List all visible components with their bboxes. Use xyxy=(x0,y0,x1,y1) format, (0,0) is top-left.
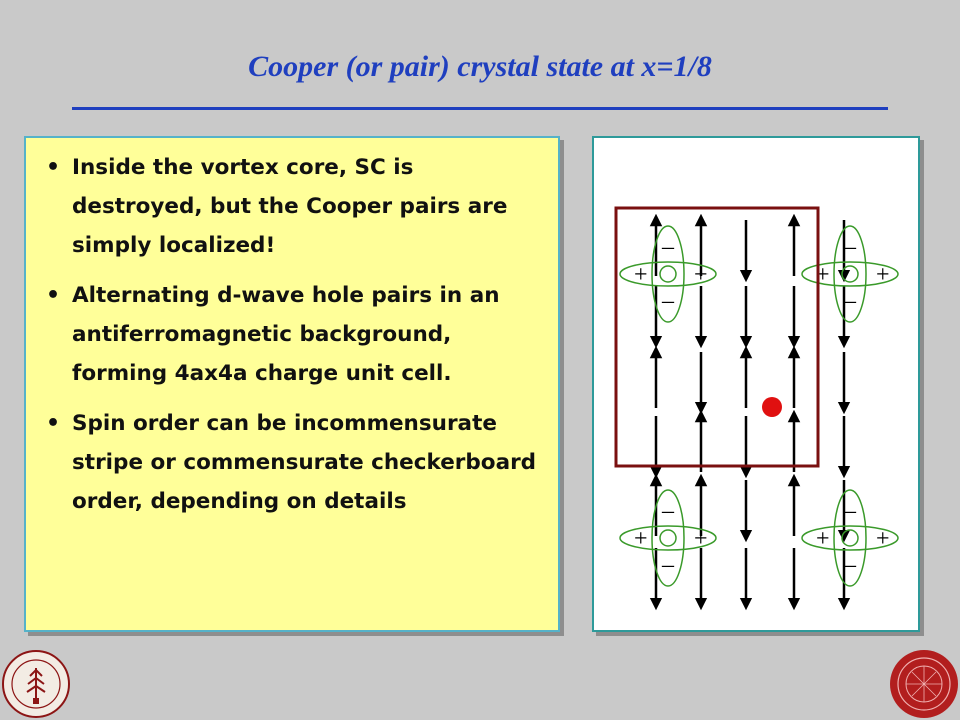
spin-arrows xyxy=(649,213,851,611)
plus-sign: + xyxy=(634,526,648,552)
pair-crystal-diagram: ++––++––++––++–– xyxy=(592,136,920,632)
minus-sign: – xyxy=(843,498,857,524)
horizontal-lobe xyxy=(619,261,717,287)
bullet-dot: • xyxy=(46,411,61,436)
plus-sign: + xyxy=(876,262,890,288)
title-underline xyxy=(72,107,888,110)
bullet-item: • Alternating d-wave hole pairs in an an… xyxy=(42,276,546,393)
minus-sign: – xyxy=(661,234,675,260)
d-wave-pair: + +– – xyxy=(801,489,899,587)
slide-title: Cooper (or pair) crystal state at x=1/8 xyxy=(248,50,712,83)
horizontal-lobe xyxy=(619,525,717,551)
bullet-item: • Spin order can be incommensurate strip… xyxy=(42,404,546,521)
bullet-text: Alternating d-wave hole pairs in an anti… xyxy=(72,283,500,386)
pair-center xyxy=(659,529,677,547)
pair-center xyxy=(841,265,859,283)
d-wave-pair: + +– – xyxy=(619,489,717,587)
plus-sign: + xyxy=(694,262,708,288)
bullet-text: Spin order can be incommensurate stripe … xyxy=(72,411,537,514)
pair-center xyxy=(841,529,859,547)
diagram-canvas: ++––++––++––++–– xyxy=(614,206,899,611)
hole-dot xyxy=(762,397,782,417)
d-wave-pairs: ++––++––++––++–– xyxy=(619,225,899,587)
d-wave-pair: ++–– xyxy=(801,225,899,323)
stanford-seal-logo xyxy=(2,650,70,718)
d-wave-pair: + +– – xyxy=(619,225,717,323)
vertical-lobe xyxy=(651,489,685,587)
minus-sign: – xyxy=(661,552,675,578)
plus-sign: + xyxy=(876,526,890,552)
vertical-lobe xyxy=(651,225,685,323)
minus-sign: – xyxy=(661,288,675,314)
minus-sign: – xyxy=(843,234,857,260)
bullet-text-box: • Inside the vortex core, SC is destroye… xyxy=(24,136,560,632)
plus-sign: + xyxy=(634,262,648,288)
bullet-item: • Inside the vortex core, SC is destroye… xyxy=(42,148,546,265)
vertical-lobe xyxy=(833,489,867,587)
bullet-text: Inside the vortex core, SC is destroyed,… xyxy=(72,155,508,258)
bullet-dot: • xyxy=(46,283,61,308)
minus-sign: – xyxy=(661,498,675,524)
minus-sign: – xyxy=(843,552,857,578)
red-seal-logo xyxy=(890,650,958,718)
pair-center xyxy=(659,265,677,283)
minus-sign: – xyxy=(843,288,857,314)
vertical-lobe xyxy=(833,225,867,323)
bullet-dot: • xyxy=(46,155,61,180)
bullet-list: • Inside the vortex core, SC is destroye… xyxy=(26,138,558,521)
horizontal-lobe xyxy=(801,525,899,551)
horizontal-lobe xyxy=(801,261,899,287)
plus-sign: + xyxy=(694,526,708,552)
plus-sign: + xyxy=(816,526,830,552)
unit-cell-border xyxy=(614,206,820,468)
